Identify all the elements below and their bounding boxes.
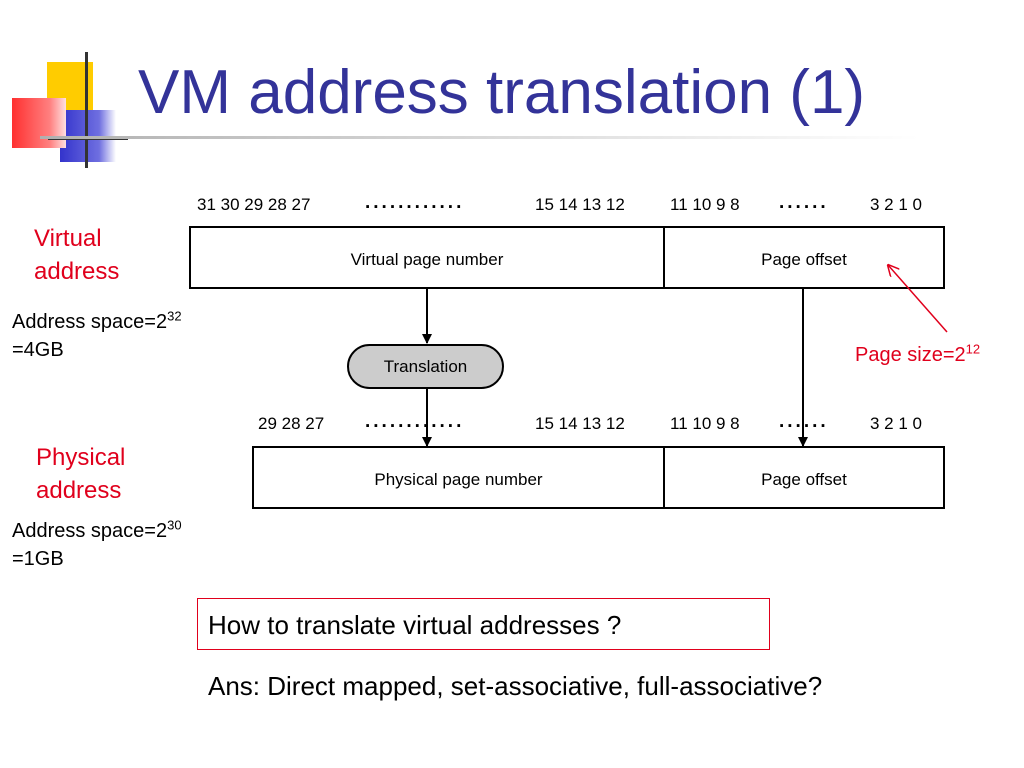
virtual-address-space: Address space=232 =4GB	[12, 308, 182, 364]
physical-bits-offset-high: 11 10 9 8	[670, 414, 740, 433]
physical-dots-left: ............	[365, 411, 465, 432]
virtual-space-exponent: 32	[167, 308, 182, 324]
virtual-dots-right: ......	[779, 192, 829, 213]
physical-address-label: Physical address	[36, 441, 125, 507]
virtual-page-number-field: Virtual page number	[350, 250, 504, 269]
page-size-exponent: 12	[965, 341, 981, 357]
physical-page-number-field: Physical page number	[374, 470, 543, 489]
physical-bits-low: 3 2 1 0	[870, 414, 922, 433]
virtual-bits-high: 31 30 29 28 27	[197, 195, 311, 214]
physical-space-prefix: Address space=2	[12, 520, 168, 542]
physical-space-size: =1GB	[12, 548, 64, 570]
translation-block: Translation	[347, 344, 504, 389]
virtual-bits-offset-high: 11 10 9 8	[670, 195, 740, 214]
physical-address-box: Physical page number Page offset	[252, 446, 945, 509]
physical-space-exponent: 30	[167, 517, 182, 533]
physical-page-offset-field: Page offset	[663, 448, 943, 507]
slide-title: VM address translation (1)	[138, 58, 866, 127]
virtual-address-label: Virtual address	[34, 222, 119, 288]
page-size-label: Page size=212	[855, 341, 981, 367]
question-box: How to translate virtual addresses ?	[197, 598, 770, 650]
physical-bits-high: 29 28 27	[258, 414, 325, 433]
answer-text: Ans: Direct mapped, set-associative, ful…	[208, 671, 823, 701]
physical-bits-mid: 15 14 13 12	[535, 414, 625, 433]
physical-label-line1: Physical	[36, 444, 126, 471]
physical-dots-right: ......	[779, 411, 829, 432]
physical-address-space: Address space=230 =1GB	[12, 517, 182, 573]
virtual-space-prefix: Address space=2	[12, 311, 168, 333]
physical-label-line2: address	[36, 477, 122, 504]
title-rule	[40, 136, 920, 139]
virtual-address-box: Virtual page number Page offset	[189, 226, 945, 289]
virtual-page-offset-field: Page offset	[663, 228, 943, 287]
page-size-prefix: Page size=2	[855, 344, 966, 366]
virtual-dots-left: ............	[365, 192, 465, 213]
virtual-space-size: =4GB	[12, 339, 64, 361]
virtual-bits-low: 3 2 1 0	[870, 195, 922, 214]
page-size-pointer-arrow	[888, 265, 948, 333]
virtual-bits-mid: 15 14 13 12	[535, 195, 625, 214]
virtual-label-line1: Virtual	[34, 225, 102, 252]
deco-vertical-line	[85, 52, 88, 168]
virtual-label-line2: address	[34, 258, 120, 285]
